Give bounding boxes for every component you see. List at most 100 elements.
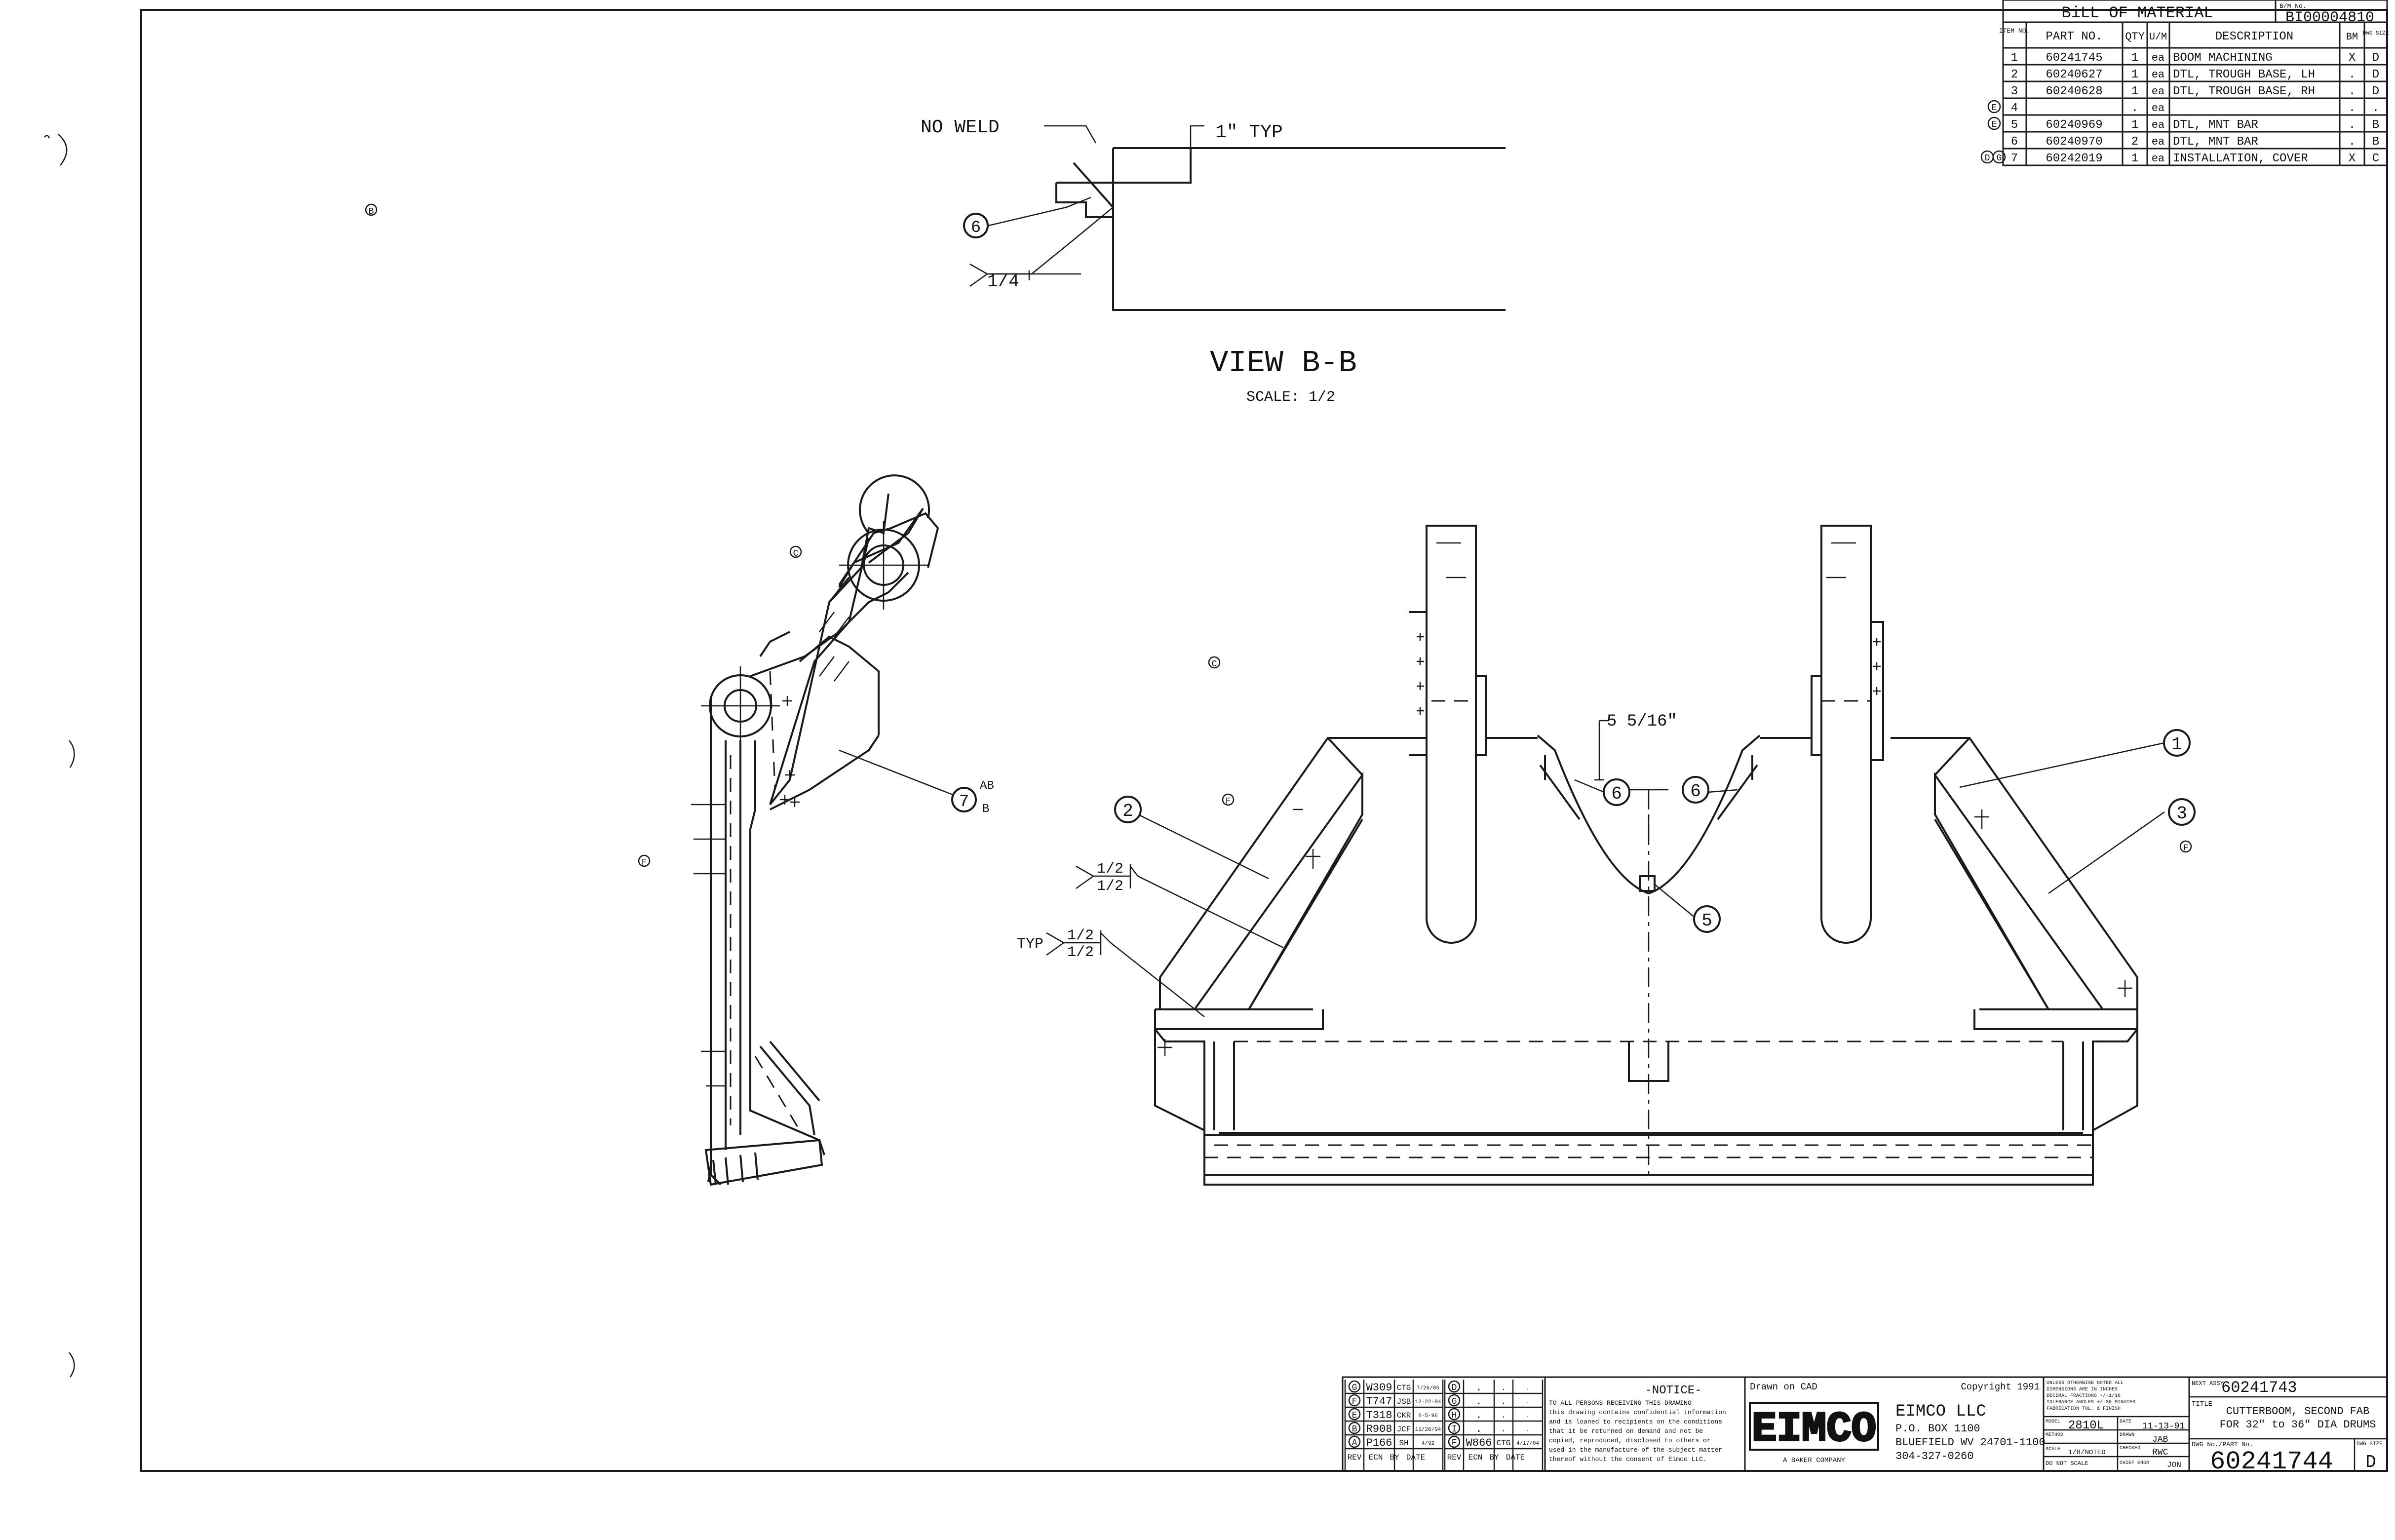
weld-typ: TYP	[1017, 936, 1043, 953]
bubble-5-label: 5	[1701, 911, 1712, 931]
svg-text:60241745: 60241745	[2046, 51, 2102, 65]
svg-text:DATE: DATE	[2120, 1419, 2131, 1424]
svg-text:4/92: 4/92	[1422, 1441, 1434, 1447]
svg-text:.: .	[2131, 102, 2138, 115]
svg-text:SH: SH	[1399, 1439, 1408, 1448]
svg-text:12-22-94: 12-22-94	[1415, 1399, 1441, 1405]
svg-text:11/20/94: 11/20/94	[1415, 1427, 1441, 1433]
svg-text:60240970: 60240970	[2046, 135, 2102, 149]
svg-text:ea: ea	[2152, 69, 2164, 81]
svg-text:.: .	[2349, 102, 2356, 115]
svg-text:.: .	[1526, 1399, 1530, 1405]
bom-header-part: PART NO.	[2046, 30, 2102, 43]
notice-line: TO ALL PERSONS RECEIVING THIS DRAWING	[1549, 1399, 1692, 1407]
tolerance-line: DIMENSIONS ARE IN INCHES	[2047, 1387, 2118, 1392]
revision-footer-label: ECN	[1468, 1453, 1483, 1462]
svg-text:INSTALLATION, COVER: INSTALLATION, COVER	[2173, 152, 2308, 165]
svg-text:1: 1	[2131, 152, 2138, 165]
company-phone: 304-327-0260	[1895, 1450, 1973, 1463]
dim-5-5-16: 5 5/16"	[1607, 712, 1677, 731]
svg-text:T747: T747	[1366, 1395, 1392, 1408]
company-address1: P.O. BOX 1100	[1895, 1423, 1980, 1435]
svg-text:2: 2	[2131, 135, 2138, 149]
revision-footer-label: BY	[1390, 1453, 1399, 1462]
svg-text:1: 1	[2131, 118, 2138, 132]
svg-text:.: .	[2372, 102, 2379, 115]
weld-a-bot: 1/2	[1097, 878, 1123, 895]
bubble-6a-label: 6	[1611, 784, 1622, 804]
svg-text:2: 2	[2011, 68, 2018, 81]
no-weld-label: NO WELD	[921, 117, 1000, 138]
tb-date: 11-13-91	[2142, 1422, 2185, 1431]
notice-title: -NOTICE-	[1645, 1384, 1701, 1397]
drawing-title-2: FOR 32" to 36" DIA DRUMS	[2220, 1419, 2376, 1431]
copyright: Copyright 1991	[1961, 1382, 2040, 1392]
bom-header-desc: DESCRIPTION	[2215, 30, 2293, 43]
eimco-logo-text: EIMCO	[1752, 1406, 1876, 1453]
svg-text:D: D	[1985, 154, 1990, 163]
svg-text:B: B	[2372, 118, 2379, 132]
svg-text:JCF: JCF	[1397, 1425, 1411, 1434]
tolerance-line: DECIMAL FRACTIONS +/-1/16	[2047, 1393, 2121, 1399]
svg-text:F: F	[642, 858, 647, 868]
svg-text:W309: W309	[1366, 1382, 1392, 1394]
bill-of-material: BiLL OF MATERIAL B/M No. BI00004810 ITEM…	[1980, 0, 2389, 166]
revision-markers: B C C F F F	[365, 203, 2192, 868]
svg-text:.: .	[1526, 1413, 1530, 1419]
bom-bm-no: BI00004810	[2285, 9, 2374, 26]
svg-text:DTL, MNT BAR: DTL, MNT BAR	[2173, 118, 2258, 132]
svg-text:B: B	[2372, 135, 2379, 149]
svg-text:TITLE: TITLE	[2192, 1400, 2212, 1408]
svg-text:X: X	[2349, 51, 2356, 65]
svg-text:MODEL: MODEL	[2046, 1419, 2060, 1424]
svg-text:DTL, TROUGH BASE, LH: DTL, TROUGH BASE, LH	[2173, 68, 2315, 81]
svg-text:E: E	[1992, 103, 1997, 113]
side-view: 7 AB B	[691, 474, 994, 1186]
bom-bm-label: B/M No.	[2279, 2, 2307, 10]
svg-text:4/17/04: 4/17/04	[1516, 1441, 1540, 1447]
svg-text:F: F	[1226, 797, 1231, 807]
svg-text:ea: ea	[2152, 153, 2164, 165]
bubble-7-rev2: B	[982, 803, 989, 816]
sheet-border	[140, 9, 2388, 1472]
svg-text:ea: ea	[2152, 85, 2164, 98]
svg-text:.: .	[1475, 1395, 1482, 1408]
svg-text:DTL, MNT BAR: DTL, MNT BAR	[2173, 135, 2258, 149]
svg-text:G: G	[1452, 1397, 1457, 1407]
drawing-size: D	[2365, 1452, 2376, 1472]
svg-text:6: 6	[2011, 135, 2018, 149]
weld-b-bot: 1/2	[1067, 944, 1094, 961]
notice-line: copied, reproduced, disclosed to others …	[1549, 1437, 1711, 1444]
svg-text:D: D	[2372, 85, 2379, 98]
bom-header-bm: BM	[2346, 32, 2358, 43]
svg-text:BOOM MACHINING: BOOM MACHINING	[2173, 51, 2273, 65]
svg-text:T318: T318	[1366, 1409, 1392, 1422]
view-weld-bubble: 6	[971, 219, 981, 237]
weld-a-top: 1/2	[1097, 861, 1123, 878]
bubble-3-label: 3	[2176, 804, 2187, 824]
notice-line: that it be returned on demand and not be	[1549, 1427, 1703, 1435]
tb-chief: JON	[2167, 1461, 2181, 1469]
svg-text:1: 1	[2131, 85, 2138, 98]
fillet-size-label: 1/4	[987, 271, 1019, 292]
svg-text:F: F	[1452, 1438, 1457, 1448]
svg-text:DTL, TROUGH BASE, RH: DTL, TROUGH BASE, RH	[2173, 85, 2315, 98]
view-scale: SCALE: 1/2	[1246, 389, 1335, 406]
svg-text:W866: W866	[1466, 1437, 1492, 1449]
svg-text:E: E	[1992, 120, 1997, 130]
bom-header-item: ITEM NO.	[1999, 27, 2030, 35]
svg-text:60240627: 60240627	[2046, 68, 2102, 81]
svg-text:.: .	[2349, 135, 2356, 149]
svg-text:.: .	[1475, 1423, 1482, 1435]
view-title: VIEW B-B	[1210, 346, 1357, 381]
